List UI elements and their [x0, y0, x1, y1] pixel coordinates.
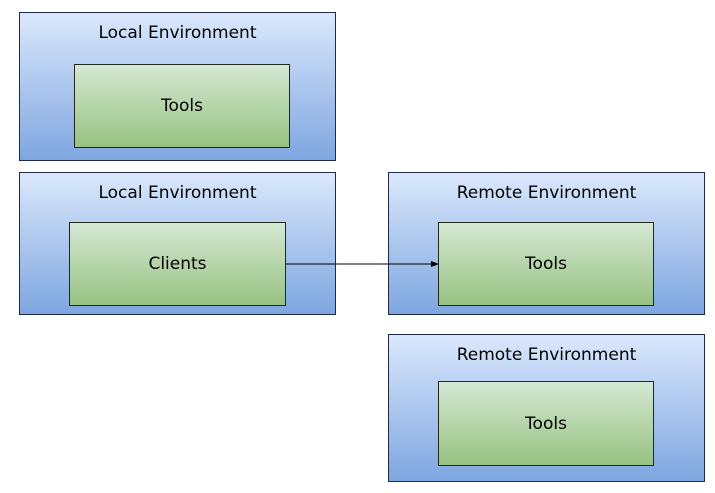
remote-environment-1: Remote Environment Tools: [388, 172, 705, 315]
remote-environment-2: Remote Environment Tools: [388, 334, 705, 482]
local-environment-2: Local Environment Clients: [19, 172, 336, 315]
environment-title: Remote Environment: [456, 183, 637, 203]
local-environment-1: Local Environment Tools: [19, 12, 336, 161]
remote-tools-box-2: Tools: [438, 381, 654, 466]
remote-tools-box: Tools: [438, 222, 654, 306]
environment-title: Local Environment: [98, 23, 257, 43]
environment-title: Remote Environment: [456, 345, 637, 365]
environment-title: Local Environment: [98, 183, 257, 203]
clients-box: Clients: [69, 222, 286, 306]
tools-box: Tools: [74, 64, 290, 148]
